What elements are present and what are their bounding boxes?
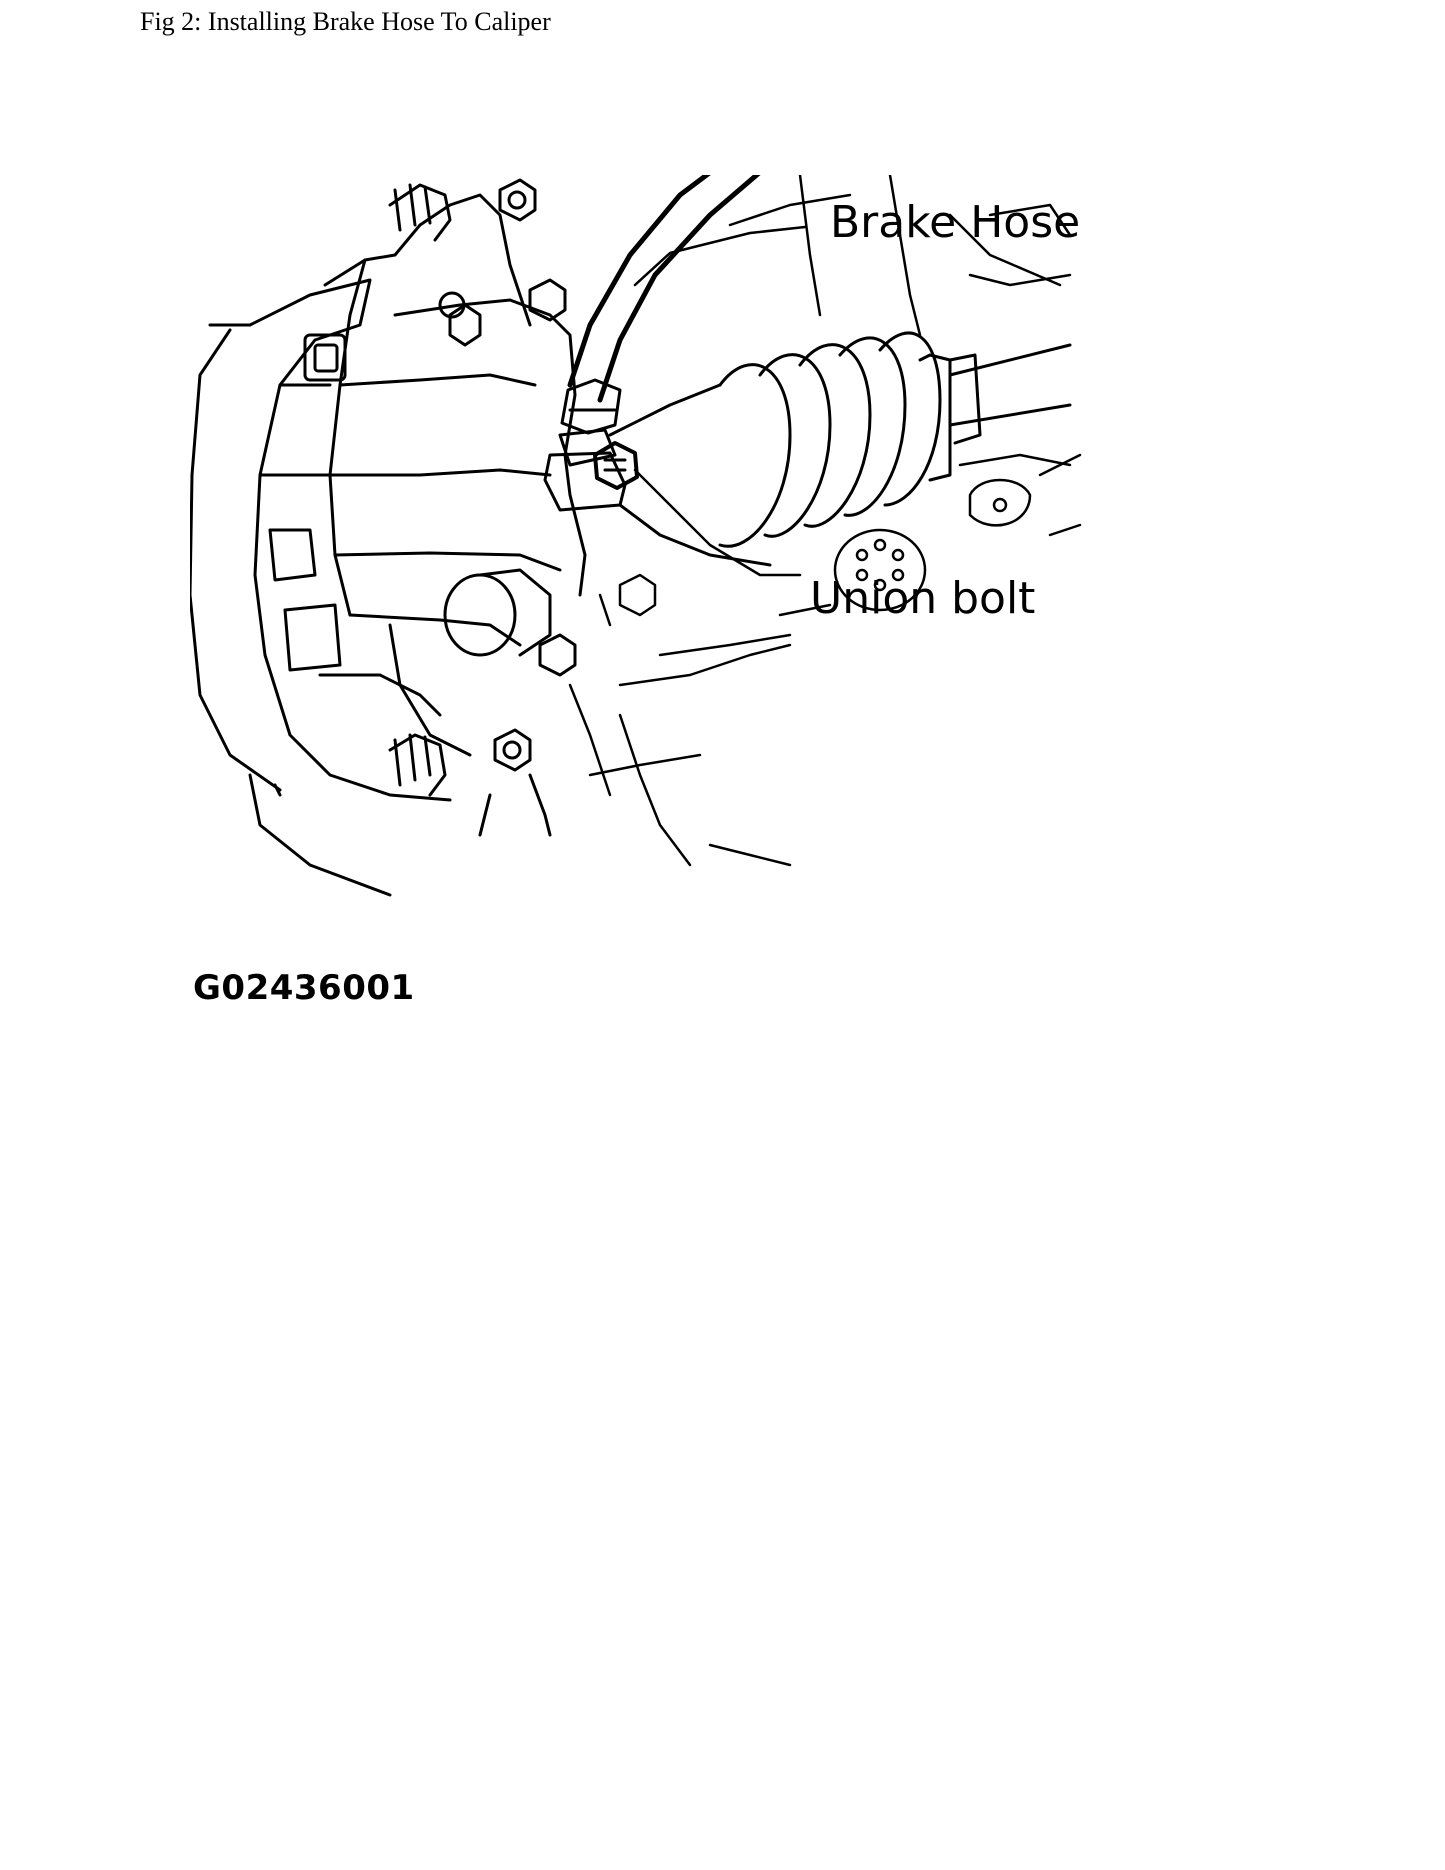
callout-leaders <box>633 225 807 577</box>
figure-caption: Fig 2: Installing Brake Hose To Caliper <box>140 7 551 36</box>
cv-boot <box>608 331 1072 567</box>
figure-id: G02436001 <box>193 968 415 1008</box>
steering-knuckle <box>568 175 1082 867</box>
brake-caliper-illustration: Brake Hose Union bolt <box>190 175 1290 945</box>
brake-hose-assembly <box>543 175 761 512</box>
brake-caliper <box>258 178 587 837</box>
union-bolt-label: Union bolt <box>810 573 1035 624</box>
brake-hose-label: Brake Hose <box>830 197 1080 248</box>
